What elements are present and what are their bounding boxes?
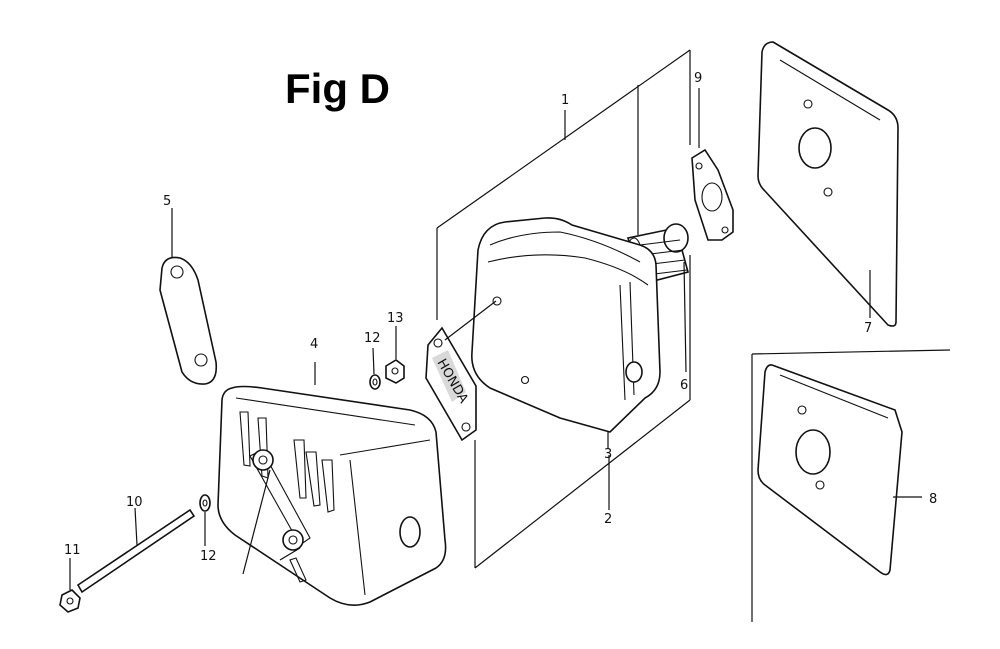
callout-10: 10 — [126, 495, 143, 510]
part-13-nut — [385, 326, 405, 384]
figure-title: Fig D — [285, 65, 390, 112]
part-12-washer-lower — [199, 494, 211, 512]
part-3-muffler — [471, 217, 661, 448]
part-7-heat-shield — [757, 41, 899, 327]
callout-1: 1 — [561, 93, 569, 108]
part-8-protector — [751, 349, 951, 622]
part-10-bolt — [76, 507, 196, 594]
part-9-gasket — [691, 88, 734, 241]
callout-13: 13 — [387, 311, 404, 326]
part-11-nut — [59, 589, 81, 613]
callout-2: 2 — [604, 512, 612, 527]
callout-12-lower: 12 — [200, 549, 217, 564]
assembly-bracket — [436, 49, 691, 569]
callout-3: 3 — [604, 447, 612, 462]
callout-11: 11 — [64, 543, 81, 558]
callout-4: 4 — [310, 337, 318, 352]
callout-5: 5 — [163, 194, 171, 209]
part-12-washer-upper — [369, 347, 381, 390]
callout-8: 8 — [929, 492, 937, 507]
callout-12-upper: 12 — [364, 331, 381, 346]
part-4-muffler-protector — [217, 362, 447, 606]
callout-7: 7 — [864, 321, 872, 336]
part-5-bracket — [159, 208, 218, 385]
callout-9: 9 — [694, 71, 702, 86]
callout-6: 6 — [680, 378, 688, 393]
callout-labels: 1 2 3 4 5 6 7 8 9 10 11 12 12 13 — [64, 71, 937, 564]
